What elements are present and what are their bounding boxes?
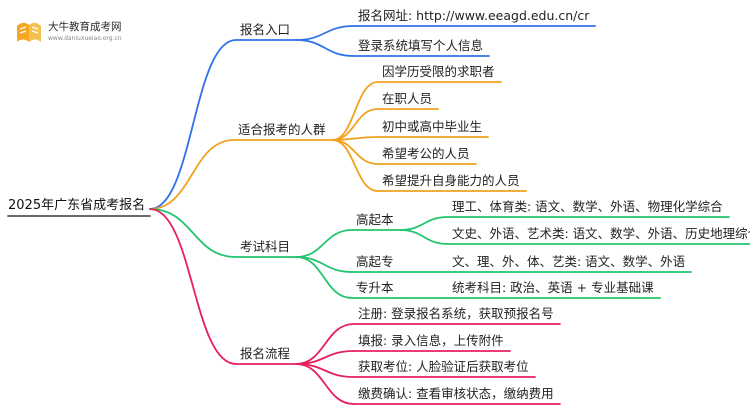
branch-to-group-link <box>295 229 353 258</box>
branch-to-leaf-link <box>331 81 379 141</box>
leaf-pay-confirm: 缴费确认: 查看审核状态，缴纳费用 <box>358 386 554 401</box>
branch-target-groups: 适合报考的人群 <box>238 122 326 137</box>
leaf-job-seekers: 因学历受限的求职者 <box>382 64 495 79</box>
group-zhuanshengben: 专升本 <box>356 280 394 295</box>
root-to-branch-link <box>149 208 237 365</box>
leaf-register: 注册: 登录报名系统，获取预报名号 <box>358 306 554 321</box>
site-logo: 大牛教育成考网 www.daniuxueiao.org.cn <box>14 14 164 50</box>
branch-to-leaf-link <box>331 108 379 141</box>
leaf-get-seat: 获取考位: 人脸验证后获取考位 <box>358 359 529 374</box>
leaf-zhuanshengben-subjects: 统考科目: 政治、英语 + 专业基础课 <box>452 280 654 295</box>
branch-to-leaf-link <box>331 139 379 192</box>
group-gaoqizhuan: 高起专 <box>356 254 394 269</box>
group-to-leaf-link <box>399 229 449 245</box>
branch-to-leaf-link <box>331 136 379 141</box>
branch-to-leaf-link <box>295 323 355 365</box>
group-gaoqiben: 高起本 <box>356 212 394 227</box>
book-logo-icon <box>17 22 41 42</box>
group-to-leaf-link <box>399 216 449 231</box>
branch-registration-process: 报名流程 <box>240 346 291 361</box>
root-to-branch-link <box>149 39 237 210</box>
leaf-civil-service: 希望考公的人员 <box>382 146 470 161</box>
leaf-employed: 在职人员 <box>382 91 433 106</box>
leaf-gaoqizhuan-subjects: 文、理、外、体、艺类: 语文、数学、外语 <box>452 254 686 269</box>
branch-to-leaf-link <box>295 350 355 365</box>
branch-to-group-link <box>295 256 353 273</box>
logo-name: 大牛教育成考网 <box>48 21 122 33</box>
root-to-branch-link <box>149 208 237 258</box>
leaf-login-fill-info: 登录系统填写个人信息 <box>358 38 484 53</box>
leaf-fill-in: 填报: 录入信息，上传附件 <box>358 333 504 348</box>
mindmap-root: 2025年广东省成考报名 <box>8 198 146 213</box>
branch-to-leaf-link <box>295 39 355 57</box>
leaf-gaoqiben-science: 理工、体育类: 语文、数学、外语、物理化学综合 <box>452 199 723 214</box>
root-to-branch-link <box>149 139 235 210</box>
branch-to-leaf-link <box>331 139 379 165</box>
branch-to-leaf-link <box>295 25 355 41</box>
branch-exam-subjects: 考试科目 <box>240 239 291 254</box>
logo-url: www.daniuxueiao.org.cn <box>48 35 122 42</box>
leaf-graduates: 初中或高中毕业生 <box>382 119 483 134</box>
leaf-self-improvement: 希望提升自身能力的人员 <box>382 173 520 188</box>
branch-to-leaf-link <box>295 363 355 378</box>
branch-registration-entry: 报名入口 <box>240 22 291 37</box>
branch-to-group-link <box>295 256 353 299</box>
branch-to-leaf-link <box>295 363 355 405</box>
leaf-registration-url: 报名网址: http://www.eeagd.edu.cn/cr <box>358 8 590 23</box>
leaf-gaoqiben-arts: 文史、外语、艺术类: 语文、数学、外语、历史地理综合 <box>452 226 750 241</box>
